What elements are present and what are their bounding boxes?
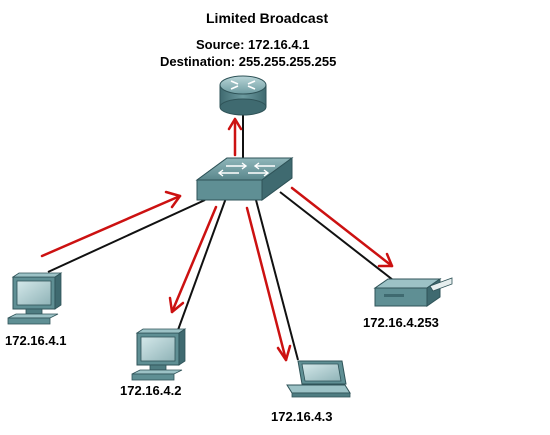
- laptop-icon: [286, 360, 351, 398]
- link-switch-printer: [279, 191, 394, 281]
- printer-label: 172.16.4.253: [363, 315, 439, 330]
- desktop-computer-icon: [131, 328, 187, 381]
- arrow-host1-to-switch: [40, 190, 182, 258]
- desktop-computer-icon: [7, 272, 63, 325]
- link-switch-host1: [47, 199, 206, 273]
- host-label-2: 172.16.4.2: [120, 383, 182, 398]
- diagram-title: Limited Broadcast: [206, 10, 329, 26]
- broadcast-arrows: [40, 117, 394, 362]
- arrow-switch-to-router: [227, 117, 243, 157]
- link-switch-host3: [255, 199, 299, 361]
- network-links: [47, 115, 394, 361]
- arrow-switch-to-printer: [290, 186, 394, 268]
- source-address-label: Source: 172.16.4.1: [196, 37, 310, 52]
- arrow-switch-to-host3: [245, 206, 292, 362]
- link-switch-host2: [177, 197, 227, 331]
- switch-icon: [195, 157, 294, 201]
- destination-address-label: Destination: 255.255.255.255: [160, 54, 337, 69]
- arrow-switch-to-host2: [168, 205, 218, 314]
- router-icon: [219, 75, 267, 116]
- host-label-1: 172.16.4.1: [5, 333, 67, 348]
- host-label-3: 172.16.4.3: [271, 409, 333, 424]
- printer-icon: [373, 277, 453, 307]
